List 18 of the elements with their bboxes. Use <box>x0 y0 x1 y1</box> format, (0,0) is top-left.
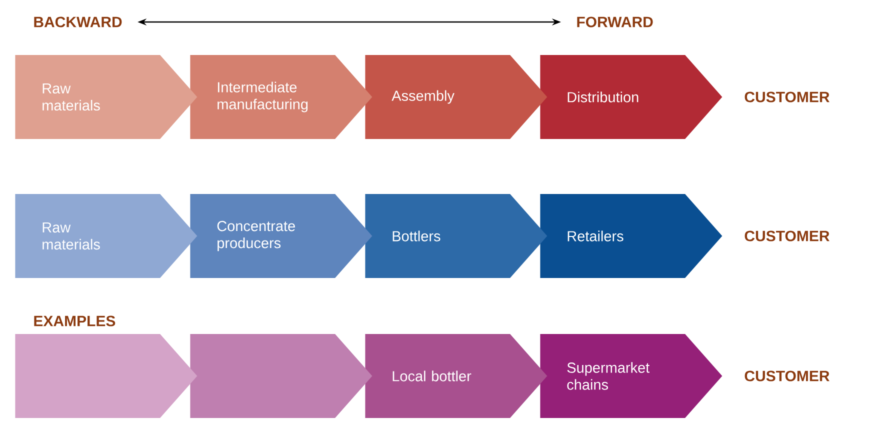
step-box: Supermarket chains <box>540 334 722 418</box>
heading: FORWARD <box>577 16 653 28</box>
heading: CUSTOMER <box>744 370 830 382</box>
step-box: Raw materials <box>15 55 198 139</box>
step-box: Concentrate producers <box>190 194 372 278</box>
heading: BACKWARD <box>34 16 122 28</box>
step-box: Retailers <box>540 194 722 278</box>
step-box <box>15 334 198 418</box>
step-box: Intermediate manufacturing <box>190 55 372 139</box>
step-box <box>190 334 372 418</box>
heading: EXAMPLES <box>34 316 116 326</box>
step-box: Bottlers <box>365 194 548 278</box>
step-box: Local bottler <box>365 334 548 418</box>
step-box: Distribution <box>540 55 722 139</box>
step-box: Raw materials <box>15 194 198 278</box>
heading: CUSTOMER <box>744 230 830 242</box>
heading: CUSTOMER <box>744 92 830 102</box>
step-box: Assembly <box>365 55 548 139</box>
